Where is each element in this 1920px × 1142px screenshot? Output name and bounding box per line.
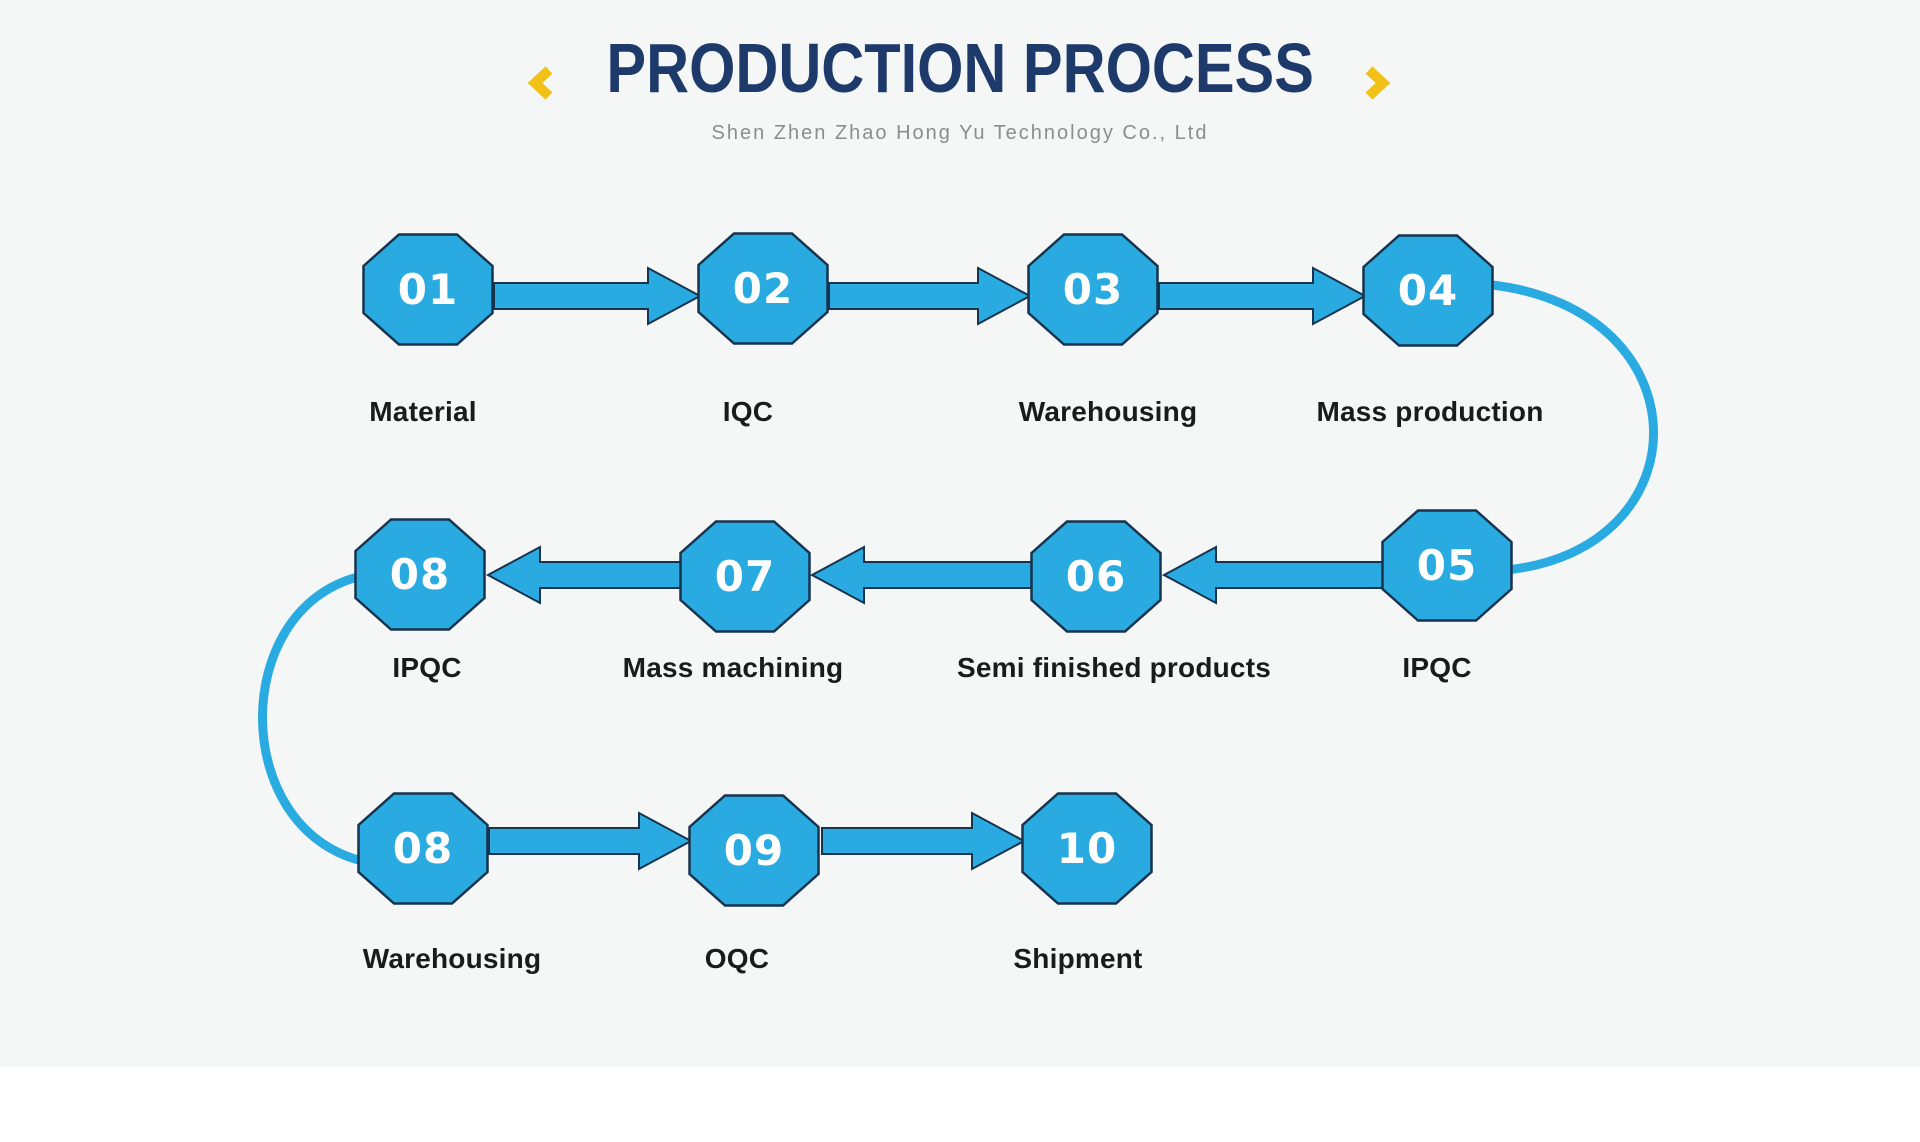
step-label: IPQC — [392, 652, 462, 683]
octagon-icon — [1027, 233, 1159, 346]
flow-arrow-right-icon — [828, 266, 1033, 326]
octagon-icon — [688, 794, 820, 907]
step-label: IQC — [722, 396, 774, 427]
step-number: 03 — [1062, 265, 1124, 314]
step-number: 07 — [714, 552, 776, 601]
octagon-icon — [362, 233, 494, 346]
step-label: Warehousing — [1018, 396, 1198, 427]
process-node-07: 07 — [679, 520, 811, 633]
process-node-01: 01 — [362, 233, 494, 346]
process-node-03: 03 — [1027, 233, 1159, 346]
octagon-icon — [1362, 234, 1494, 347]
step-label: Shipment — [1013, 943, 1143, 974]
flow-arrow-left-icon — [485, 545, 682, 605]
flow-arrow-right-icon — [488, 811, 694, 871]
step-number: 09 — [723, 826, 785, 875]
flow-arrow-right-icon — [1158, 266, 1368, 326]
flow-arrow-left-icon — [1161, 545, 1385, 605]
process-node-09: 09 — [688, 794, 820, 907]
flow-arrow-left-icon — [809, 545, 1034, 605]
octagon-icon — [1030, 520, 1162, 633]
step-number: 04 — [1397, 266, 1459, 315]
flow-arrow-right-icon — [493, 266, 703, 326]
flow-curve-left — [258, 572, 367, 866]
octagon-icon — [1021, 792, 1153, 905]
step-label: Mass machining — [622, 652, 844, 683]
step-label: IPQC — [1402, 652, 1472, 683]
step-label: Warehousing — [362, 943, 542, 974]
octagon-icon — [357, 792, 489, 905]
octagon-icon — [354, 518, 486, 631]
step-number: 05 — [1416, 541, 1478, 590]
bottom-white-strip — [0, 1067, 1920, 1142]
octagon-icon — [679, 520, 811, 633]
step-number: 08 — [392, 824, 454, 873]
flow-arrow-right-icon — [821, 811, 1027, 871]
octagon-icon — [1381, 509, 1513, 622]
step-number: 01 — [397, 265, 459, 314]
process-node-08-ipqc: 08 — [354, 518, 486, 631]
prev-chevron-icon[interactable] — [527, 64, 555, 102]
process-node-04: 04 — [1362, 234, 1494, 347]
company-subtitle: Shen Zhen Zhao Hong Yu Technology Co., L… — [711, 122, 1209, 144]
step-number: 08 — [389, 550, 451, 599]
step-label: OQC — [704, 943, 770, 974]
process-node-06: 06 — [1030, 520, 1162, 633]
page-title: PRODUCTION PROCESS — [606, 29, 1314, 107]
flow-curve-right — [1487, 280, 1658, 575]
step-number: 10 — [1056, 824, 1118, 873]
step-number: 06 — [1065, 552, 1127, 601]
process-node-02: 02 — [697, 232, 829, 345]
step-number: 02 — [732, 264, 794, 313]
step-label: Semi finished products — [957, 652, 1271, 683]
process-node-08-warehousing: 08 — [357, 792, 489, 905]
process-node-10: 10 — [1021, 792, 1153, 905]
process-node-05: 05 — [1381, 509, 1513, 622]
step-label: Material — [369, 396, 477, 427]
next-chevron-icon[interactable] — [1363, 64, 1391, 102]
octagon-icon — [697, 232, 829, 345]
step-label: Mass production — [1316, 396, 1544, 427]
